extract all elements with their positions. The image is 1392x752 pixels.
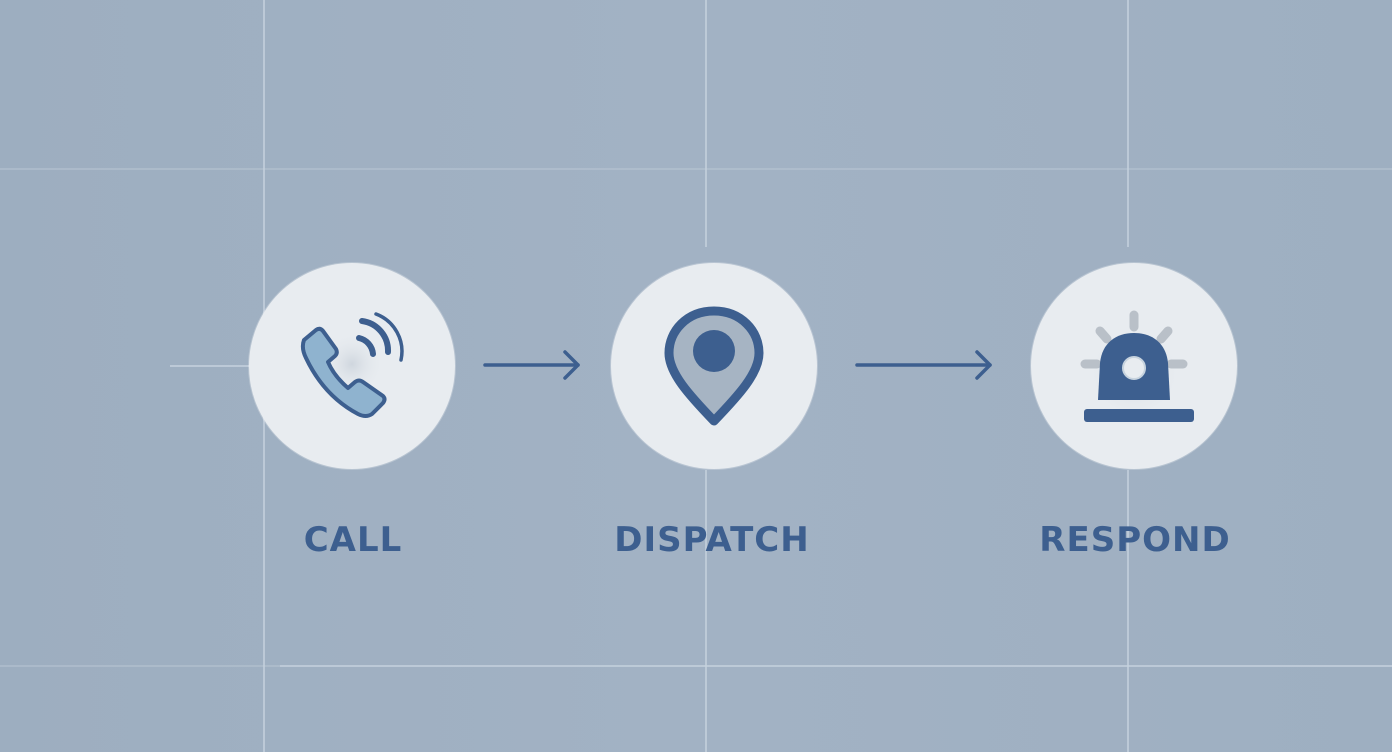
grid-line-vertical [1127,470,1129,752]
step-respond-circle [1031,263,1237,469]
grid-line-horizontal [170,365,252,367]
grid-line-horizontal [280,665,1392,667]
step-call-label: CALL [303,520,403,560]
grid-line-vertical [705,0,707,247]
arrow-right-icon [855,350,992,380]
grid-line-horizontal [0,168,1392,170]
step-respond-label: RESPOND [1039,520,1231,560]
arrow-right-icon [483,350,580,380]
step-call-circle [249,263,455,469]
grid-line-vertical [705,470,707,752]
grid-line-horizontal [0,665,280,667]
step-dispatch-label: DISPATCH [614,520,810,560]
location-pin-icon [664,306,764,426]
emergency-siren-icon [1080,310,1194,422]
step-dispatch-circle [611,263,817,469]
phone-ringing-icon [300,312,404,418]
grid-line-vertical [1127,0,1129,247]
